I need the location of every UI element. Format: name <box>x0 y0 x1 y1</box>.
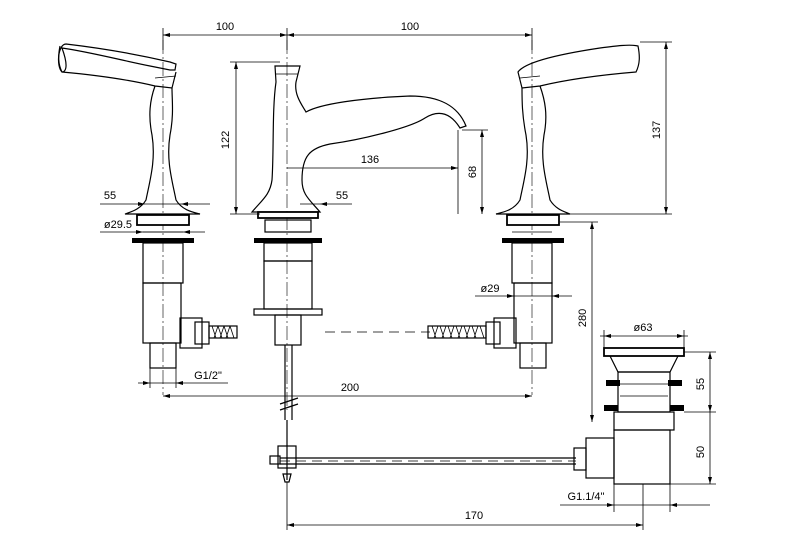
dim-inlet-thread-group: G1/2" <box>138 368 228 388</box>
dim-flange-left: 55 <box>104 190 116 202</box>
dim-top-right: 100 <box>401 21 419 33</box>
dim-top-left: 100 <box>216 21 234 33</box>
dim-55-spout-group: 55 <box>300 190 352 206</box>
dim-68-group: 68 <box>462 129 488 214</box>
dim-outlet-height: 68 <box>467 166 479 178</box>
top-dimension-group: 100 100 <box>162 21 533 50</box>
spout <box>250 65 467 420</box>
dim-spout-reach: 136 <box>361 154 379 166</box>
popup-rod <box>269 420 576 483</box>
dim-280-group: 280 <box>560 221 598 422</box>
dim-spout-height: 122 <box>220 131 232 149</box>
dim-137-group: 137 <box>570 41 672 215</box>
dim-center-spacing: 200 <box>341 382 359 394</box>
dim-shank-diameter-group: ø29 <box>475 283 572 298</box>
dim-flange-spout: 55 <box>336 190 348 202</box>
dim-drain-thread: G1.1/4" <box>568 491 605 503</box>
right-handle <box>495 44 640 215</box>
dim-shank-diameter: ø29 <box>481 283 500 295</box>
right-shank <box>427 214 564 369</box>
dim-drain-upper-group: 55 <box>684 351 716 413</box>
dim-200-group: 200 <box>163 382 532 398</box>
dim-136-group: 136 <box>287 130 459 214</box>
dim-drain-thread-group: G1.1/4" <box>560 484 710 512</box>
dim-handle-height: 137 <box>651 121 663 139</box>
dim-drain-height: 280 <box>577 309 589 327</box>
dim-base-diameter: ø29.5 <box>104 219 132 231</box>
dim-122-group: 122 <box>220 61 280 215</box>
dim-drain-diameter: ø63 <box>634 322 653 334</box>
dim-inlet-thread: G1/2" <box>194 370 222 382</box>
dim-rod-length-group: 170 <box>286 482 644 530</box>
dim-drain-diameter-group: ø63 <box>600 322 688 348</box>
dim-drain-upper: 55 <box>695 378 707 390</box>
left-shank <box>132 214 238 369</box>
dim-drain-lower-group: 50 <box>670 412 716 485</box>
left-handle <box>57 43 201 215</box>
dim-base-diameter-group: ø29.5 <box>100 219 205 234</box>
dim-55-left-group: 55 <box>100 190 210 206</box>
dim-drain-lower: 50 <box>695 446 707 458</box>
dim-rod-length: 170 <box>465 510 483 522</box>
